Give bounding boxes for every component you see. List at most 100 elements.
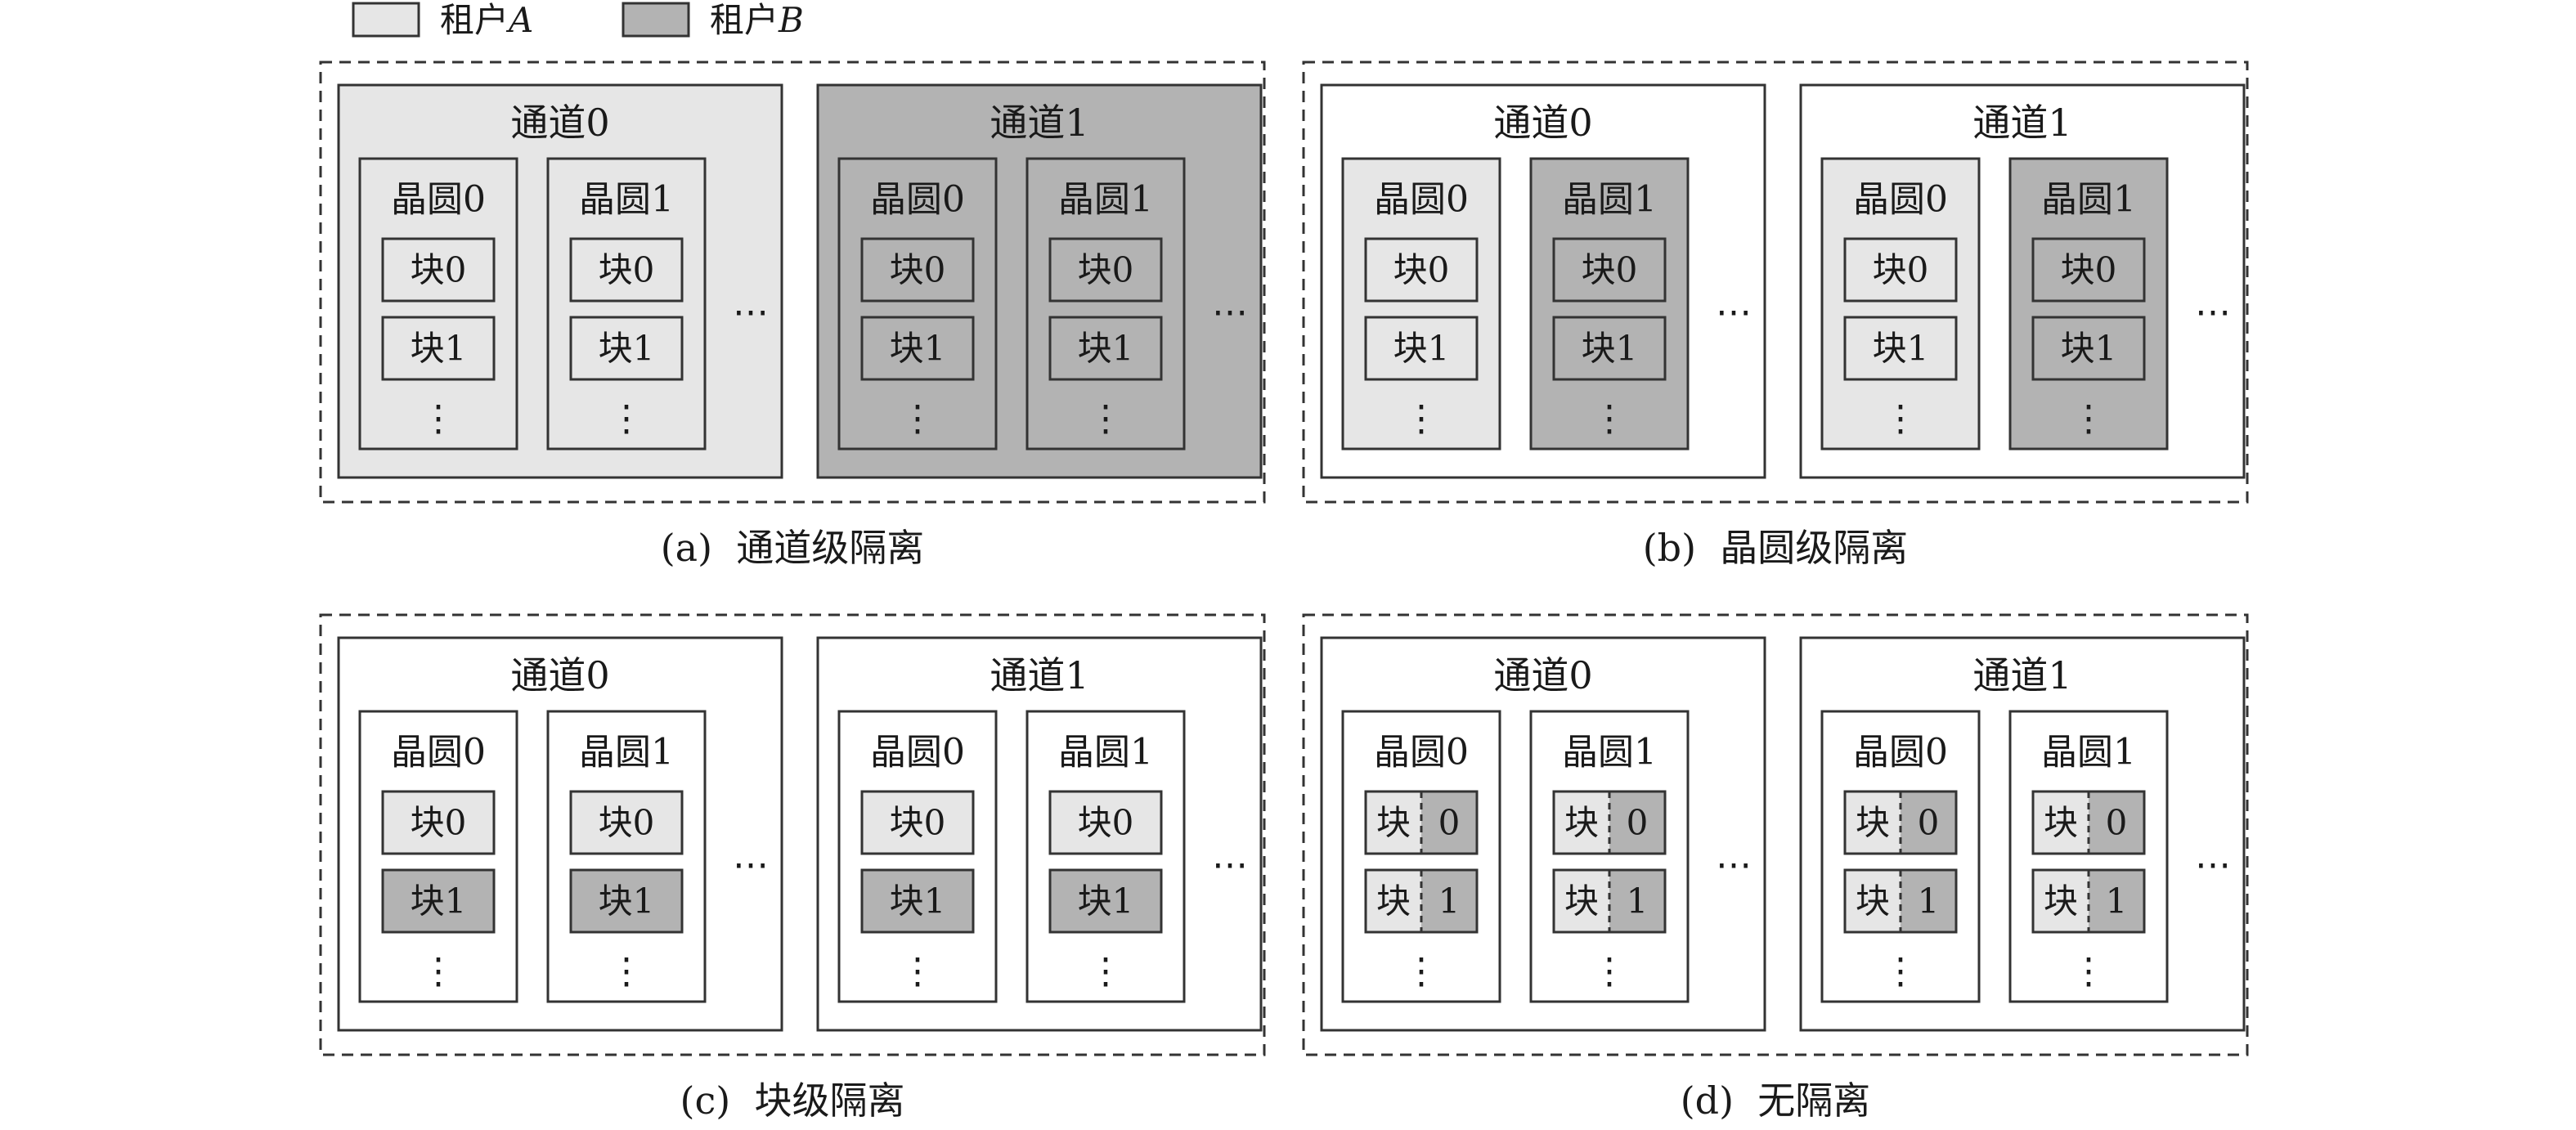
legend-item-b: 租户B (622, 0, 804, 40)
block-frame (569, 237, 684, 303)
block-box: 块0 (1364, 237, 1479, 303)
panel-c: 通道0晶圆0块0块1⋮晶圆1块0块1⋮⋯通道1晶圆0块0块1⋮晶圆1块0块1⋮⋯… (319, 613, 1266, 1123)
block-frame (569, 790, 684, 855)
block-label: 块0 (1873, 250, 1929, 290)
block-frame (1048, 868, 1163, 934)
block-half-tenant-b (1901, 791, 1956, 854)
wafer-frame (1529, 710, 1690, 1003)
block-frame (2031, 316, 2146, 381)
channel-label: 通道1 (1972, 101, 2071, 145)
block-frame (381, 868, 496, 934)
block-half-tenant-b (1421, 791, 1477, 854)
block-box: 块1 (1843, 316, 1958, 381)
block-label: 块0 (890, 250, 946, 290)
wafer-frame (1529, 157, 1690, 451)
block-word: 块 (1856, 803, 1890, 843)
panel-caption: (c) 块级隔离 (680, 1078, 905, 1123)
block-frame (381, 790, 496, 855)
block-label: 块0 (411, 250, 467, 290)
wafer-more-indicator: ⋮ (900, 951, 936, 993)
block-number: 1 (1918, 881, 1940, 921)
wafer-label: 晶圆1 (1562, 179, 1657, 221)
block-label: 块1 (890, 881, 946, 921)
channel-label: 通道1 (990, 101, 1088, 145)
wafer-frame (1025, 710, 1186, 1003)
block-label: 块0 (599, 250, 655, 290)
block-box: 块0 (1552, 237, 1667, 303)
block-half-tenant-a (1845, 870, 1901, 932)
wafer-more-indicator: ⋮ (2071, 951, 2107, 993)
wafer-more-indicator: ⋮ (608, 398, 644, 440)
legend-swatch (622, 2, 690, 38)
block-box: 块1 (1364, 316, 1479, 381)
legend-label: 租户A (440, 0, 533, 40)
channel-more-indicator: ⋯ (2195, 845, 2231, 886)
wafer-more-indicator: ⋮ (1403, 951, 1439, 993)
block-number: 1 (2106, 881, 2128, 921)
block-frame (381, 316, 496, 381)
block-label: 块1 (411, 881, 467, 921)
block-frame (860, 316, 975, 381)
channel-more-indicator: ⋯ (733, 845, 769, 886)
wafer-label: 晶圆1 (1058, 732, 1153, 774)
channel-more-indicator: ⋯ (733, 292, 769, 334)
channel-more-indicator: ⋯ (1212, 845, 1248, 886)
wafer-label: 晶圆0 (870, 732, 965, 774)
block-half-tenant-a (2033, 870, 2089, 932)
block-frame (569, 868, 684, 934)
channel-more-indicator: ⋯ (2195, 292, 2231, 334)
block-half-tenant-b (1609, 870, 1665, 932)
wafer-label: 晶圆1 (1058, 179, 1153, 221)
block-frame (860, 237, 975, 303)
wafer-label: 晶圆1 (1562, 732, 1657, 774)
block-frame (1048, 790, 1163, 855)
block-frame (1364, 237, 1479, 303)
block-label: 块0 (1078, 803, 1134, 843)
wafer-more-indicator: ⋮ (1883, 398, 1919, 440)
block-label: 块0 (1582, 250, 1638, 290)
block-frame (860, 790, 975, 855)
wafer-more-indicator: ⋮ (1591, 398, 1627, 440)
block-label: 块1 (2061, 329, 2117, 369)
wafer-more-indicator: ⋮ (1088, 398, 1124, 440)
wafer-frame (837, 157, 998, 451)
block-label: 块0 (1393, 250, 1450, 290)
wafer-label: 晶圆1 (579, 732, 674, 774)
wafer-more-indicator: ⋮ (608, 951, 644, 993)
block-box: 块1 (2031, 316, 2146, 381)
wafer-more-indicator: ⋮ (2071, 398, 2107, 440)
legend-swatch (352, 2, 420, 38)
block-box: 块1 (860, 868, 975, 934)
wafer-more-indicator: ⋮ (1403, 398, 1439, 440)
wafer-frame (837, 710, 998, 1003)
channel-label: 通道0 (510, 653, 609, 697)
channel-label: 通道0 (510, 101, 609, 145)
block-half-tenant-b (2089, 870, 2144, 932)
block-number: 1 (1627, 881, 1649, 921)
legend-item-a: 租户A (352, 0, 533, 40)
block-word: 块 (1376, 881, 1411, 921)
wafer-more-indicator: ⋮ (900, 398, 936, 440)
wafer-more-indicator: ⋮ (1591, 951, 1627, 993)
block-number: 0 (1627, 803, 1649, 843)
block-word: 块 (1856, 881, 1890, 921)
panel-dashed-frame (319, 613, 1266, 1056)
channel-label: 通道1 (1972, 653, 2071, 697)
wafer-label: 晶圆1 (579, 179, 674, 221)
block-box: 块0 (1843, 237, 1958, 303)
